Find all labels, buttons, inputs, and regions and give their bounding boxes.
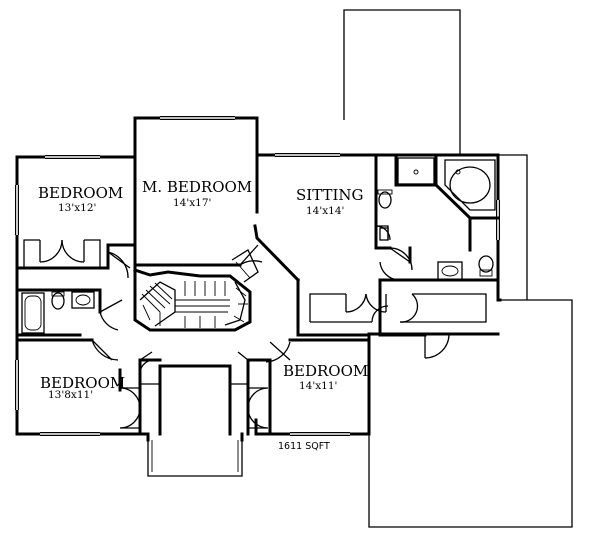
shower-icon bbox=[397, 157, 435, 185]
staircase bbox=[133, 249, 259, 332]
total-area: 1611 SQFT bbox=[278, 441, 330, 452]
roof-outline-north bbox=[343, 9, 461, 155]
sitting-size: 14'x14' bbox=[306, 205, 344, 217]
room-labels: BEDROOM 13'x12' M. BEDROOM 14'x17' SITTI… bbox=[38, 178, 368, 452]
master-bedroom-name: M. BEDROOM bbox=[142, 178, 252, 196]
roof-outline-southeast bbox=[368, 299, 573, 528]
master-bedroom-size: 14'x17' bbox=[173, 197, 211, 209]
windows bbox=[15, 116, 500, 436]
bathtub-icon bbox=[21, 292, 45, 334]
bedroom-sw-size: 13'8x11' bbox=[48, 389, 93, 401]
sitting-name: SITTING bbox=[296, 186, 364, 204]
bedroom-se-size: 14'x11' bbox=[299, 380, 337, 392]
fixtures bbox=[21, 157, 496, 334]
corner-tub-icon bbox=[444, 159, 496, 211]
entry-porch bbox=[147, 440, 243, 477]
toilet-icon bbox=[51, 292, 65, 310]
toilet-icon-east bbox=[478, 255, 494, 273]
bedroom-nw-name: BEDROOM bbox=[38, 184, 123, 202]
bedroom-sw-name: BEDROOM bbox=[40, 374, 125, 392]
sink-icon bbox=[71, 291, 95, 309]
roof-outlines bbox=[147, 9, 573, 528]
bedroom-se-name: BEDROOM bbox=[283, 362, 368, 380]
toilet-icon-master bbox=[378, 191, 392, 209]
sink-icon-master bbox=[437, 261, 463, 281]
doors bbox=[39, 225, 450, 429]
interior-walls bbox=[15, 153, 500, 436]
bedroom-nw-size: 13'x12' bbox=[58, 202, 96, 214]
